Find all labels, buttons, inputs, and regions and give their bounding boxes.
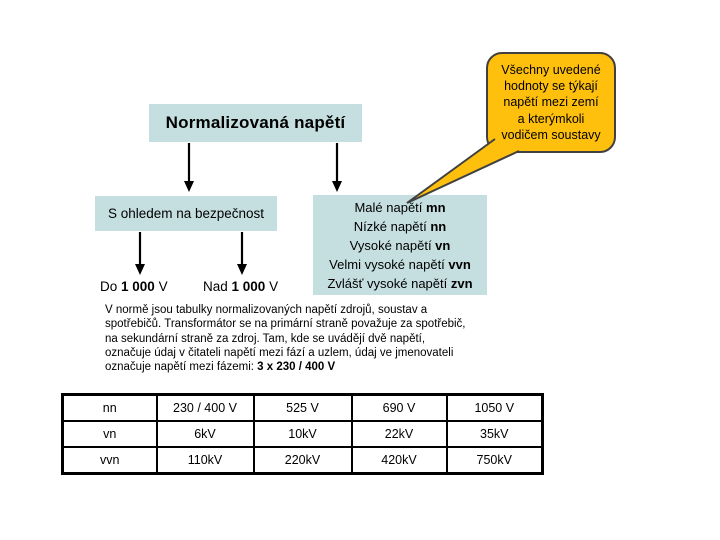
table-cell: 525 V bbox=[252, 393, 353, 422]
table-row-vn: vn 6kV 10kV 22kV 35kV bbox=[61, 420, 544, 448]
table-cell: 690 V bbox=[350, 393, 448, 422]
callout-line: Všechny uvedené bbox=[501, 62, 601, 77]
callout-note: Všechny uvedené hodnoty se týkají napětí… bbox=[487, 53, 615, 152]
category-velmi-vysoke-napeti: Velmi vysoké napětí vvn bbox=[329, 256, 471, 272]
table-cell: 6kV bbox=[155, 420, 255, 448]
threshold-do-1000v: Do 1 000 V bbox=[100, 279, 168, 294]
note-bold-value: 3 x 230 / 400 V bbox=[257, 361, 336, 374]
safety-box-label: S ohledem na bezpečnost bbox=[107, 206, 265, 221]
table-cell: 10kV bbox=[252, 420, 353, 448]
table-cell: 1050 V bbox=[445, 393, 544, 422]
table-row-nn: nn 230 / 400 V 525 V 690 V 1050 V bbox=[61, 393, 544, 422]
table-cell: 35kV bbox=[445, 420, 544, 448]
category-nizke-napeti: Nízké napětí nn bbox=[353, 218, 447, 234]
row-label: vn bbox=[61, 420, 158, 448]
callout-line: vodičem soustavy bbox=[501, 127, 601, 142]
callout-line: hodnoty se týkají bbox=[504, 79, 598, 94]
category-male-napeti: Malé napětí mn bbox=[354, 199, 446, 215]
voltage-table: nn 230 / 400 V 525 V 690 V 1050 V vn 6kV… bbox=[61, 393, 544, 475]
table-cell: 230 / 400 V bbox=[155, 393, 255, 422]
table-cell: 420kV bbox=[350, 446, 448, 475]
safety-box: S ohledem na bezpečnost bbox=[95, 196, 277, 231]
callout-tail bbox=[407, 139, 519, 203]
category-vysoke-napeti: Vysoké napětí vn bbox=[349, 237, 451, 253]
voltage-categories-box: Malé napětí mn Nízké napětí nn Vysoké na… bbox=[313, 195, 487, 295]
norm-note-paragraph: V normě jsou tabulky normalizovaných nap… bbox=[105, 304, 466, 374]
table-cell: 22kV bbox=[350, 420, 448, 448]
threshold-nad-1000v: Nad 1 000 V bbox=[203, 279, 279, 294]
callout-line: napětí mezi zemí bbox=[503, 95, 599, 110]
slide-title: Normalizovaná napětí bbox=[165, 113, 346, 132]
table-cell: 110kV bbox=[155, 446, 255, 475]
table-row-vvn: vvn 110kV 220kV 420kV 750kV bbox=[61, 446, 544, 475]
title-box: Normalizovaná napětí bbox=[149, 104, 362, 142]
category-zvlast-vysoke-napeti: Zvlášť vysoké napětí zvn bbox=[327, 275, 473, 291]
row-label: vvn bbox=[61, 446, 158, 475]
callout-bubble bbox=[486, 52, 616, 153]
row-label: nn bbox=[61, 393, 158, 422]
table-cell: 220kV bbox=[252, 446, 353, 475]
callout-line: a kterýmkoli bbox=[517, 111, 585, 126]
table-cell: 750kV bbox=[445, 446, 544, 475]
